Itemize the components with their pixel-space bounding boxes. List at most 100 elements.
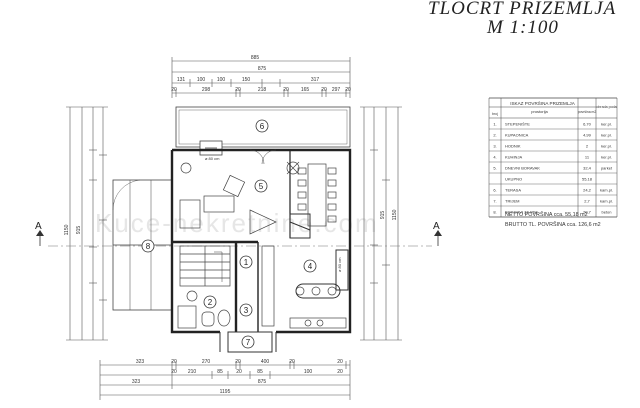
drawing-scale: M 1:100 [487,17,559,38]
bottom-dimensions [99,360,351,400]
section-mark-left: A [35,221,42,232]
dim-left-b: 915 [76,226,82,235]
table-cell-num: 6. [493,188,496,193]
dim-bottom-1: 323 [136,359,145,365]
dim-note-bathroom: ø 80 cm [205,156,220,161]
room-number: 7 [246,338,251,347]
room-number: 3 [244,306,249,315]
table-cell-area: 11 [585,155,590,160]
table-cell-area: 2,7 [584,199,590,204]
kitchen-fixtures [261,245,347,329]
room-circle [203,295,217,309]
dim-bottom-6: 20 [289,359,295,365]
drawing-title: TLOCRT PRIZEMLJA [428,0,617,19]
staircase [179,245,231,287]
dim-bottom-total: 1195 [220,389,231,395]
room-number: 2 [208,298,213,307]
table-cell-area: 6,70 [583,122,592,127]
room-circle [254,179,268,193]
dim-top-b-6: 165 [301,87,310,93]
dim-top-row-1: 131 [177,77,186,83]
room-circle [241,335,255,349]
room-circle [239,303,253,317]
dim-right-b: 915 [380,211,386,220]
table-cell-floor: parket [601,166,613,171]
table-cell-area: 24,2 [583,188,592,193]
table-cell-floor: ker.pl. [601,144,612,149]
dim-bottom-2: 20 [171,359,177,365]
table-cell-area: 20,7 [583,210,592,215]
dim-bottom-second: 875 [258,379,267,385]
dim-top-b-5: 20 [283,87,289,93]
dim-top-row-4: 150 [242,77,251,83]
section-arrow-right-icon [434,230,442,236]
dim-top-second: 875 [258,66,267,72]
table-cell-name: DNEVNI BORAVAK [505,166,540,171]
dim-bottom-third: 323 [132,379,141,385]
table-cell-area: 32,4 [583,166,592,171]
room-circle [303,259,317,273]
section-arrow-left-icon [36,230,44,236]
dim-top-b-1: 20 [171,87,177,93]
table-cell-num: 7. [493,199,496,204]
room-number: 5 [259,182,264,191]
table-cell-floor: beton [601,210,611,215]
table-cell-name: BOKSOVI ZA PSE [505,210,538,215]
table-cell-area: 55,18 [582,177,593,182]
dim-bottom-b-7: 20 [337,369,343,375]
dim-top-total: 885 [251,55,260,61]
room-number: 1 [244,258,249,267]
table-cell-floor: kam.pl. [600,199,613,204]
dim-left-a: 1150 [64,224,70,235]
dim-note-stair: ø 80 cm [337,257,342,272]
dim-bottom-3: 270 [202,359,211,365]
dim-top-b-4: 218 [258,87,267,93]
house-walls [170,148,352,334]
table-col-area: površina m2 [578,110,597,114]
table-cell-floor: ker.pl. [601,133,612,138]
dim-right-a: 1150 [392,209,398,220]
dim-top-b-7: 20 [321,87,327,93]
room-number: 4 [308,262,313,271]
table-col-name: prostorija [531,109,548,114]
top-dimensions [171,57,351,98]
dim-top-row-6: 317 [311,77,320,83]
section-line [36,230,442,247]
dim-top-b-8: 297 [332,87,341,93]
right-dimensions [360,106,402,341]
section-mark-right: A [433,221,440,232]
table-cell-name: KUPAONICA [505,133,529,138]
table-cell-num: 4. [493,155,496,160]
brutto-area: BRUTTO TL. POVRŠINA cca. 126,6 m2 [505,221,601,228]
table-cell-num: 2. [493,133,496,138]
dim-bottom-b-3: 85 [217,369,223,375]
dim-bottom-4: 20 [235,359,241,365]
dim-top-b-3: 20 [235,87,241,93]
table-cell-area: 2 [586,144,589,149]
left-dimensions [66,106,108,341]
terrace [175,106,351,156]
dim-top-b-9: 20 [345,87,351,93]
table-cell-floor: ker.pl. [601,122,612,127]
dim-bottom-b-1: 20 [171,369,177,375]
table-cell-area: 4,99 [583,133,592,138]
table-cell-num: 8. [493,210,496,215]
room-number: 8 [146,242,151,251]
dim-bottom-7: 20 [337,359,343,365]
table-cell-name: TRIJEM [505,199,519,204]
room-circle [141,239,155,253]
table-cell-name: STEPENIŠTE [505,122,530,127]
table-cell-floor: ker.pl. [601,155,612,160]
dim-top-row-2: 100 [197,77,206,83]
living-room-furniture [179,149,337,235]
table-cell-name: TERASA [505,188,521,193]
dim-bottom-5: 400 [261,359,270,365]
table-col-num: broj [492,112,498,116]
right-dim-labels: 1150 915 [380,209,398,220]
table-cell-name: UKUPNO [505,177,522,182]
dim-bottom-b-6: 100 [304,369,313,375]
